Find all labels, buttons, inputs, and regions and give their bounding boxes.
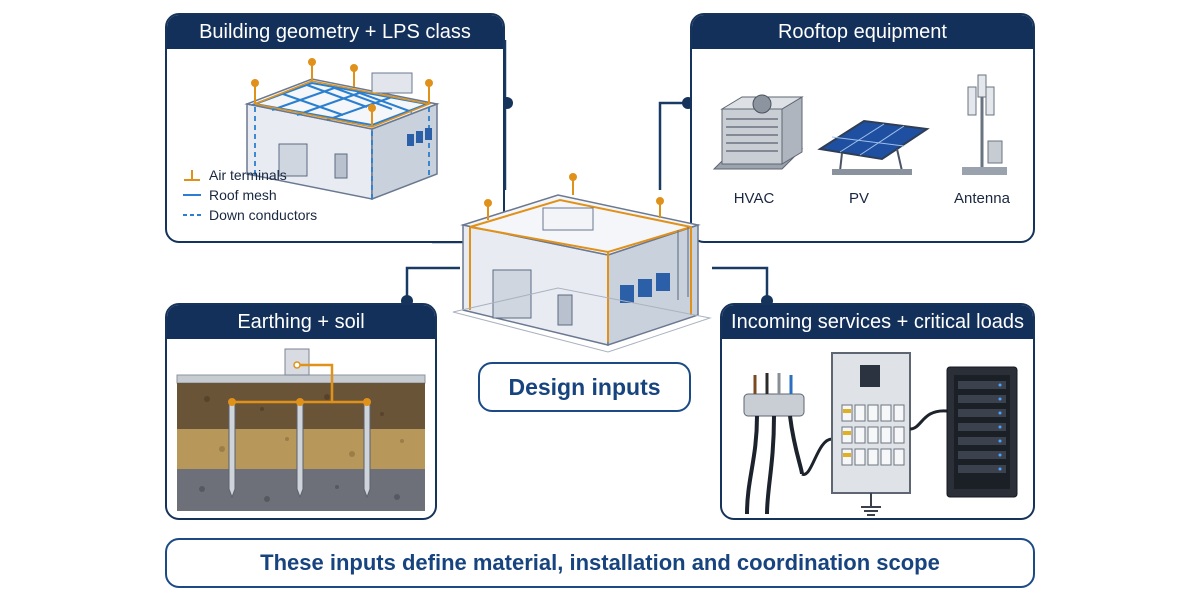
central-building-illustration <box>452 173 712 353</box>
roof-mesh-icon <box>183 194 201 196</box>
air-terminal-icon <box>184 170 200 181</box>
panel-title: Building geometry + LPS class <box>167 15 503 49</box>
panel-title: Incoming services + critical loads <box>722 305 1033 339</box>
equipment-label-pv: PV <box>848 190 869 207</box>
hvac-icon <box>712 94 804 170</box>
building-legend: Air terminals Roof mesh Down conductors <box>181 165 317 225</box>
pv-panel-icon <box>817 119 930 175</box>
incoming-cable-icon <box>743 373 805 515</box>
design-inputs-label: Design inputs <box>478 362 691 412</box>
panel-title: Rooftop equipment <box>692 15 1033 49</box>
antenna-icon <box>962 74 1007 175</box>
server-rack-icon <box>946 366 1018 498</box>
incoming-services-illustration <box>743 352 1018 516</box>
panel-title: Earthing + soil <box>167 305 435 339</box>
down-conductor-icon <box>183 214 201 216</box>
equipment-label-antenna: Antenna <box>954 190 1010 207</box>
scope-footer-banner: These inputs define material, installati… <box>165 538 1035 588</box>
building-lps-illustration <box>244 58 440 201</box>
equipment-label-hvac: HVAC <box>733 190 775 207</box>
legend-roof-mesh: Roof mesh <box>181 185 317 205</box>
distribution-board-icon <box>831 352 911 507</box>
rooftop-equipment-panel: Rooftop equipment HVAC PV <box>690 13 1035 243</box>
legend-down-conductors: Down conductors <box>181 205 317 225</box>
building-geometry-panel: Building geometry + LPS class <box>165 13 505 243</box>
incoming-services-panel: Incoming services + critical loads <box>720 303 1035 520</box>
rooftop-equipment-illustration <box>712 74 1007 175</box>
earthing-soil-illustration <box>176 348 426 511</box>
earthing-soil-panel: Earthing + soil <box>165 303 437 520</box>
ground-symbol-icon <box>861 506 881 516</box>
legend-air-terminals: Air terminals <box>181 165 317 185</box>
